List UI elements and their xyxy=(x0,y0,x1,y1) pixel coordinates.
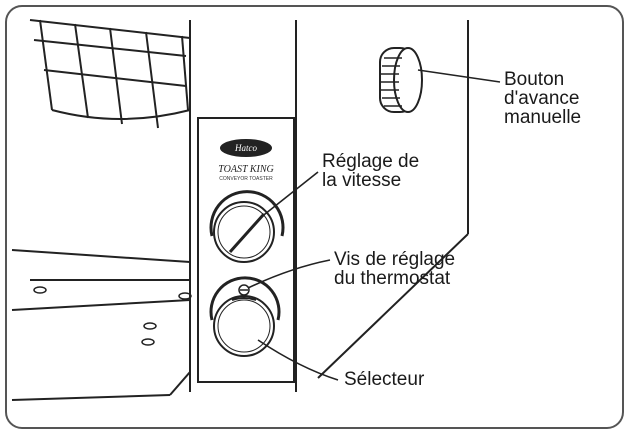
callout-selector-line1: Sélecteur xyxy=(344,369,425,390)
callout-thermostat-line1: Vis de réglage xyxy=(334,249,456,270)
leader-lines xyxy=(247,69,501,381)
side-panel xyxy=(317,20,469,379)
wire-rack xyxy=(29,19,191,129)
mounting-holes xyxy=(33,286,192,346)
callout-manual-advance-line2: d'avance xyxy=(504,88,580,109)
callout-manual-advance-line3: manuelle xyxy=(504,107,582,128)
knurled-knob-icon xyxy=(379,47,423,113)
callout-manual-advance: Bouton d'avance manuelle xyxy=(504,70,581,127)
brand-text: Hatco xyxy=(234,143,257,153)
model-subtitle: CONVEYOR TOASTER xyxy=(219,176,273,182)
brand-badge xyxy=(220,139,272,157)
callout-thermostat-screw: Vis de réglage du thermostat xyxy=(334,250,455,288)
callout-speed-line2: la vitesse xyxy=(322,170,402,191)
toaster-housing xyxy=(11,20,297,401)
model-text: TOAST KING xyxy=(218,164,273,175)
thermostat-screw-icon xyxy=(238,284,250,296)
leader-thermostat xyxy=(247,259,331,289)
callout-selector: Sélecteur xyxy=(344,370,424,389)
leader-speed xyxy=(259,171,319,219)
diagram-frame xyxy=(5,5,624,429)
callout-speed: Réglage de la vitesse xyxy=(322,152,419,190)
callout-thermostat-line2: du thermostat xyxy=(334,268,451,289)
control-panel: Hatco TOAST KING CONVEYOR TOASTER xyxy=(197,117,295,383)
callout-speed-line1: Réglage de xyxy=(322,151,420,172)
speed-dial-icon xyxy=(209,190,285,263)
callout-manual-advance-line1: Bouton xyxy=(504,69,565,90)
leader-selector xyxy=(257,339,339,381)
leader-manual-advance xyxy=(417,69,501,83)
